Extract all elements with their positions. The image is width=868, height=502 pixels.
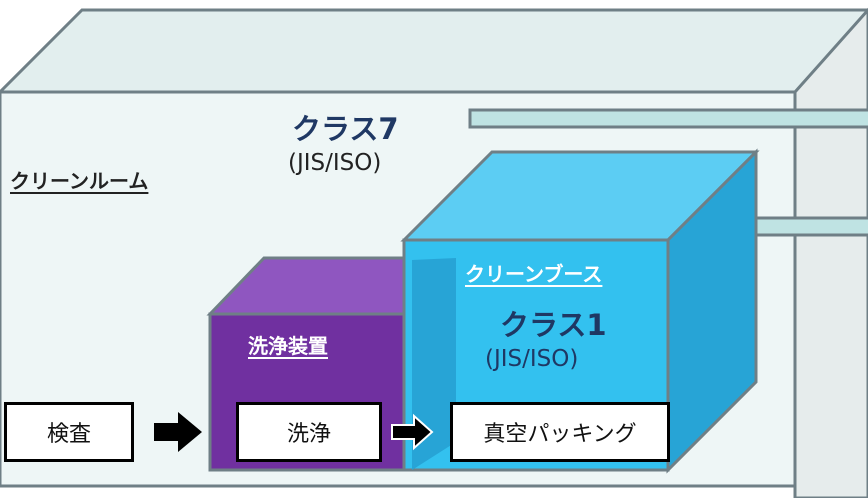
process-step-vacuum-packing: 真空パッキング (450, 402, 670, 462)
clean-room-standard: (JIS/ISO) (288, 150, 382, 176)
clean-room-top-face (0, 8, 868, 94)
process-step-inspection: 検査 (4, 402, 134, 462)
washer-label: 洗浄装置 (248, 334, 328, 358)
arrow-right-icon (391, 413, 434, 451)
clean-booth-label: クリーンブース (465, 262, 603, 286)
arrow-right-icon (154, 412, 202, 452)
clean-booth-inner-panel (412, 258, 456, 470)
duct-upper (468, 108, 868, 129)
clean-room-side-face (793, 7, 868, 500)
process-step-washing: 洗浄 (236, 402, 382, 462)
clean-booth-standard: (JIS/ISO) (485, 346, 579, 372)
clean-booth-side-face (666, 148, 758, 474)
clean-room-class: クラス7 (292, 112, 399, 146)
clean-booth-class: クラス1 (500, 308, 607, 342)
clean-room-label: クリーンルーム (10, 169, 149, 193)
